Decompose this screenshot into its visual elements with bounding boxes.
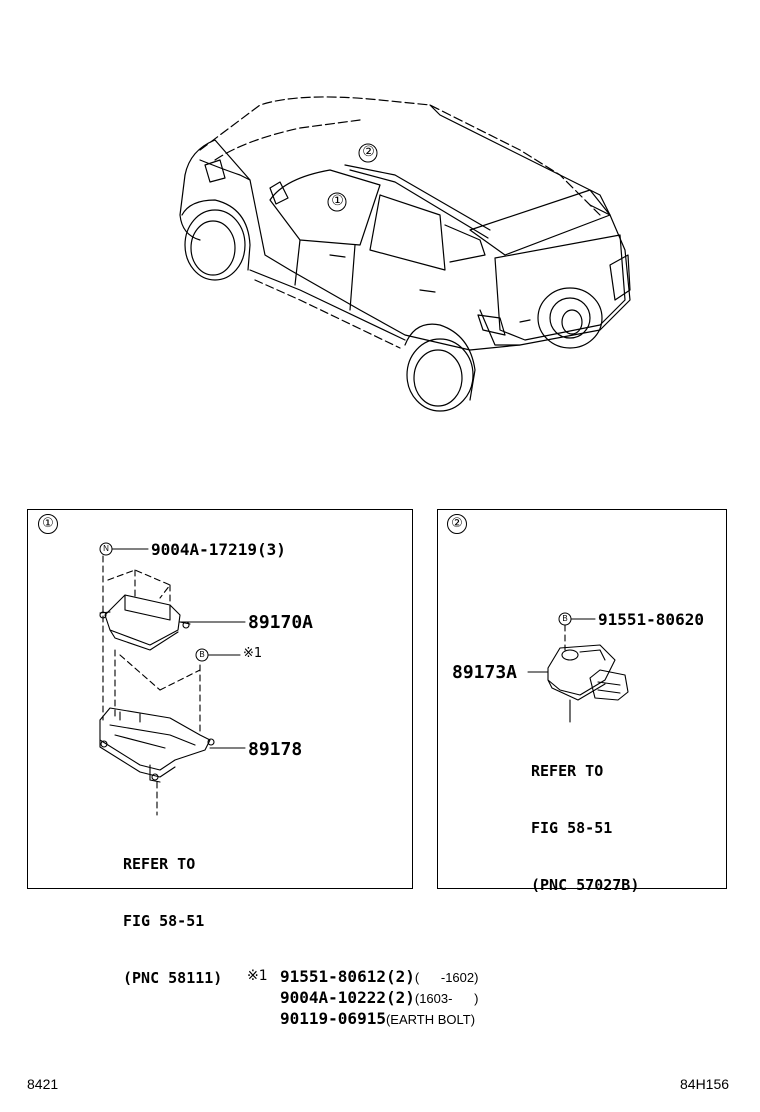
callout-1-on-vehicle: ①	[331, 193, 344, 209]
panel-2-refer-note: REFER TO FIG 58-51 (PNC 57027B)	[531, 724, 639, 914]
refer-line: FIG 58-51	[123, 912, 205, 930]
refer-line: (PNC 58111)	[123, 969, 223, 987]
bolt-note-reference: ※1	[243, 646, 263, 661]
sensor-89170a-shape	[104, 594, 181, 646]
callout-2-on-vehicle: ②	[362, 144, 375, 160]
panel-1-airbag-sensor	[27, 509, 413, 889]
vehicle-illustration	[179, 96, 631, 412]
part-number-91551-80620: 91551-80620	[598, 610, 704, 629]
side-window	[269, 169, 381, 246]
refer-line: FIG 58-51	[531, 819, 613, 837]
footnote-row: 9004A-10222(2)(1603- )	[280, 988, 478, 1009]
figure-code-left: 8421	[27, 1076, 59, 1092]
part-number-89178: 89178	[248, 739, 303, 760]
bolt-b-marker: B	[199, 650, 205, 659]
refer-line: REFER TO	[531, 762, 604, 780]
footnote-range: (EARTH BOLT)	[385, 1012, 476, 1027]
footnote-part: 90119-06915	[280, 1009, 386, 1028]
footnote-row: 90119-06915(EARTH BOLT)	[280, 1009, 478, 1030]
footnote-table: 91551-80612(2)( -1602) 9004A-10222(2)(16…	[280, 967, 478, 1030]
nut-n-marker: N	[103, 544, 109, 553]
part-number-89173a: 89173A	[452, 662, 518, 683]
footnote-mark: ※1	[247, 968, 268, 984]
panel-1-label: ①	[38, 514, 58, 534]
footnote-row: 91551-80612(2)( -1602)	[280, 967, 478, 988]
footnote-part: 91551-80612(2)	[280, 967, 415, 986]
panel-1-refer-note: REFER TO FIG 58-51 (PNC 58111)	[123, 817, 222, 1007]
refer-line: REFER TO	[123, 855, 196, 873]
roof-outline	[199, 96, 601, 216]
panel-2-side-sensor	[437, 509, 727, 889]
panel-2-label: ②	[447, 514, 467, 534]
part-number-9004a-17219: 9004A-17219(3)	[151, 540, 286, 559]
figure-code-right: 84H156	[680, 1076, 730, 1092]
sensor-89173a-shape	[547, 644, 616, 696]
part-number-89170a: 89170A	[248, 612, 314, 633]
footnote-range: (1603- )	[414, 991, 479, 1006]
bracket-89178-shape	[99, 707, 211, 771]
bolt-b-marker-panel-2: B	[562, 614, 568, 623]
refer-line: (PNC 57027B)	[531, 876, 640, 894]
footnote-part: 9004A-10222(2)	[280, 988, 415, 1007]
footnote-range: ( -1602)	[414, 970, 479, 985]
